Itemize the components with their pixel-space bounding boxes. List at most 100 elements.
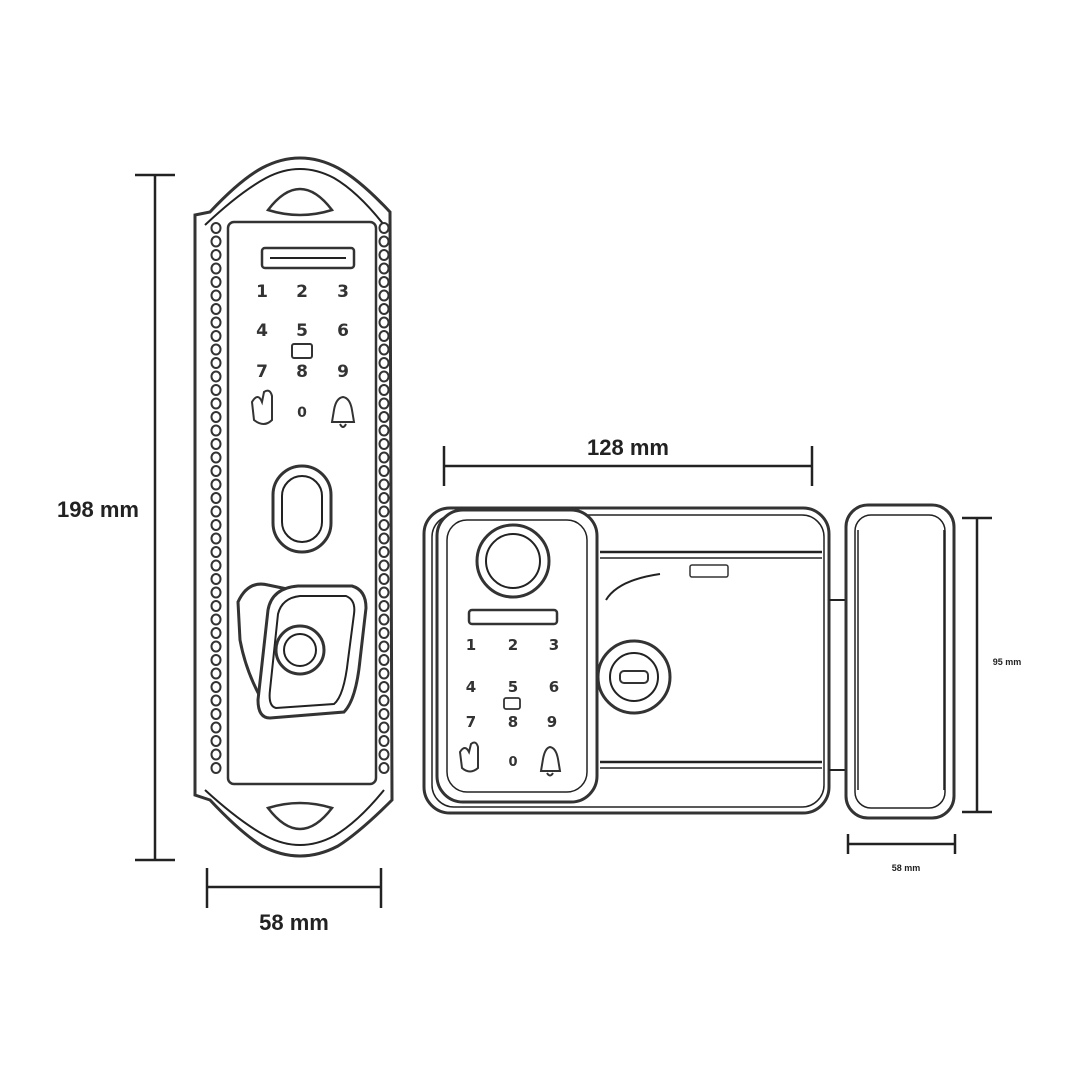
bead (210, 397, 222, 410)
bead (210, 586, 222, 599)
bead (378, 451, 390, 464)
body-bell-icon (539, 745, 562, 777)
bead (210, 694, 222, 707)
body-lock-icon (503, 697, 521, 710)
bead (378, 397, 390, 410)
body-keypad-module: 1 2 3 4 5 6 7 8 9 0 (435, 508, 599, 804)
bead (210, 411, 222, 423)
width-body-label: 128 mm (587, 435, 669, 460)
front-keypad: 1 2 3 4 5 6 7 8 9 0 (256, 282, 349, 421)
door-handle (236, 582, 368, 720)
bead (378, 762, 390, 774)
bead (210, 424, 222, 437)
bead (210, 640, 222, 653)
key-0: 0 (297, 405, 307, 421)
bead (378, 249, 390, 261)
bead (378, 532, 390, 545)
bead (378, 681, 390, 693)
body-hand-icon (458, 741, 479, 773)
bead (210, 222, 222, 234)
body-key-4: 4 (466, 678, 476, 696)
bead (378, 289, 390, 302)
height-dimension-front: 198 mm (57, 173, 175, 862)
bead (378, 519, 390, 531)
bead (210, 519, 222, 531)
key-8: 8 (296, 362, 308, 382)
bead (378, 316, 390, 329)
body-key-3: 3 (549, 636, 559, 654)
bead (210, 546, 222, 558)
side-view (844, 503, 956, 820)
key-4: 4 (256, 321, 268, 341)
bead (210, 438, 222, 450)
body-key-0: 0 (508, 755, 517, 770)
width-dimension-front: 58 mm (205, 868, 383, 935)
lock-icon (291, 343, 313, 359)
bead (378, 465, 390, 477)
bead (378, 721, 390, 734)
bead (210, 708, 222, 720)
bead (210, 451, 222, 464)
key-1: 1 (256, 282, 268, 302)
bead (210, 721, 222, 734)
key-3: 3 (337, 282, 349, 302)
bead (210, 667, 222, 680)
height-front-label: 198 mm (57, 497, 139, 522)
bead (210, 370, 222, 383)
bead (378, 654, 390, 666)
bead (210, 505, 222, 518)
bead (210, 384, 222, 396)
bead (210, 613, 222, 626)
front-panel: 1 2 3 4 5 6 7 8 9 0 (193, 156, 394, 858)
bead (378, 667, 390, 680)
bead (378, 222, 390, 234)
body-keypad: 1 2 3 4 5 6 7 8 9 0 (466, 636, 559, 770)
bead (210, 303, 222, 315)
key-6: 6 (337, 321, 349, 341)
key-9: 9 (337, 362, 349, 382)
width-dimension-body: 128 mm (442, 435, 814, 486)
bead (378, 276, 390, 288)
body-key-6: 6 (549, 678, 559, 696)
bead (210, 559, 222, 572)
body-fingerprint-sensor (475, 523, 551, 599)
bead (378, 235, 390, 248)
bead (210, 762, 222, 774)
right-bead-edge (378, 222, 390, 774)
bead (378, 262, 390, 275)
bead (210, 357, 222, 369)
bell-icon (330, 395, 356, 428)
bead (378, 411, 390, 423)
bead (378, 708, 390, 720)
bead (210, 276, 222, 288)
bead (210, 478, 222, 491)
body-key-cylinder (596, 639, 672, 715)
bead (210, 492, 222, 504)
bead (378, 586, 390, 599)
bead (210, 600, 222, 612)
bead (378, 343, 390, 356)
bead (210, 262, 222, 275)
bead (378, 600, 390, 612)
bead (378, 424, 390, 437)
bead (210, 235, 222, 248)
body-key-5: 5 (508, 678, 518, 696)
bead (378, 478, 390, 491)
bead (378, 330, 390, 342)
body-key-2: 2 (508, 636, 518, 654)
height-body-label: 95 mm (993, 657, 1022, 667)
bead (210, 735, 222, 747)
bead (210, 748, 222, 761)
key-2: 2 (296, 282, 308, 302)
body-card-slot (467, 608, 559, 626)
bead (378, 573, 390, 585)
body-key-9: 9 (547, 713, 557, 731)
body-key-8: 8 (508, 713, 518, 731)
key-7: 7 (256, 362, 268, 382)
bead (378, 735, 390, 747)
bead (210, 681, 222, 693)
bead (210, 249, 222, 261)
fingerprint-sensor (271, 464, 333, 554)
bead (378, 505, 390, 518)
